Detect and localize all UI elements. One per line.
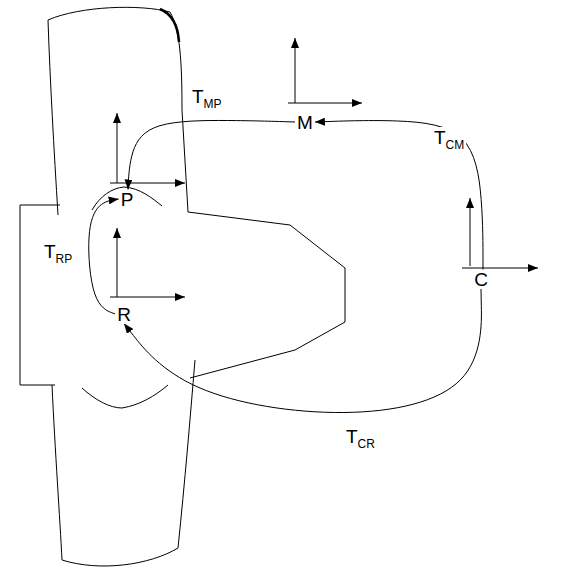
propeller-outline <box>20 7 345 566</box>
frame-name: R <box>117 305 131 324</box>
frame-label: P <box>119 190 136 209</box>
frame-axes <box>110 38 538 297</box>
frame-name: P <box>121 190 134 209</box>
transform-label: TCM <box>432 127 466 152</box>
transform-arrow <box>315 121 483 270</box>
frame-label: M <box>295 113 315 132</box>
frame-label: R <box>115 305 133 324</box>
transform-arrow <box>89 199 119 314</box>
transform-label: TRP <box>42 241 74 266</box>
frame-name: M <box>297 113 313 132</box>
transform-label: TCR <box>344 426 377 451</box>
frame-label: C <box>472 270 490 289</box>
transform-label: TMP <box>190 86 224 111</box>
frame-name: C <box>474 270 488 289</box>
transform-arrow <box>124 289 481 413</box>
transform-arrow <box>128 120 295 189</box>
